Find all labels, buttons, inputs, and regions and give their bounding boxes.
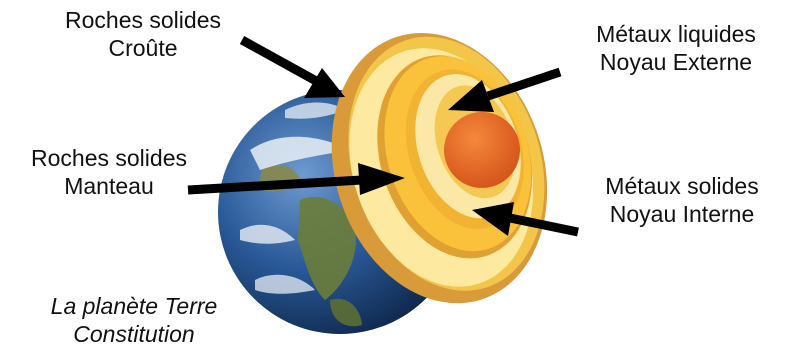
crust-label-line2: Croûte bbox=[108, 35, 178, 61]
cloud-swirl bbox=[255, 274, 315, 294]
crust-label: Roches solides Croûte bbox=[18, 6, 268, 62]
continent-shape bbox=[298, 196, 356, 300]
earth-layers-cutaway bbox=[331, 32, 548, 304]
outer-core-label-line2: Noyau Externe bbox=[599, 49, 753, 75]
crust-label-line1: Roches solides bbox=[65, 7, 221, 33]
core-sphere bbox=[444, 112, 520, 188]
mantle-label-line2: Manteau bbox=[64, 173, 154, 199]
caption-line2: Constitution bbox=[73, 321, 195, 347]
mantle-label: Roches solides Manteau bbox=[0, 144, 218, 200]
mantle-label-line1: Roches solides bbox=[31, 145, 187, 171]
outer-core-label-line1: Métaux liquides bbox=[596, 21, 756, 47]
continent-shape bbox=[330, 298, 362, 327]
arrow-inner-core bbox=[472, 202, 579, 237]
outer-core-label: Métaux liquides Noyau Externe bbox=[566, 20, 786, 76]
inner-core-label: Métaux solides Noyau Interne bbox=[578, 172, 786, 228]
inner-core-label-line2: Noyau Interne bbox=[609, 201, 755, 227]
cloud-swirl bbox=[250, 136, 350, 170]
cloud-swirl bbox=[240, 224, 295, 244]
diagram-caption: La planète Terre Constitution bbox=[14, 292, 254, 348]
cloud-swirl bbox=[285, 102, 345, 119]
arrow-crust bbox=[239, 36, 345, 98]
arrow-outer-core bbox=[448, 67, 562, 112]
inner-core-label-line1: Métaux solides bbox=[605, 173, 759, 199]
arrow-mantle bbox=[187, 163, 405, 195]
caption-line1: La planète Terre bbox=[50, 293, 218, 319]
